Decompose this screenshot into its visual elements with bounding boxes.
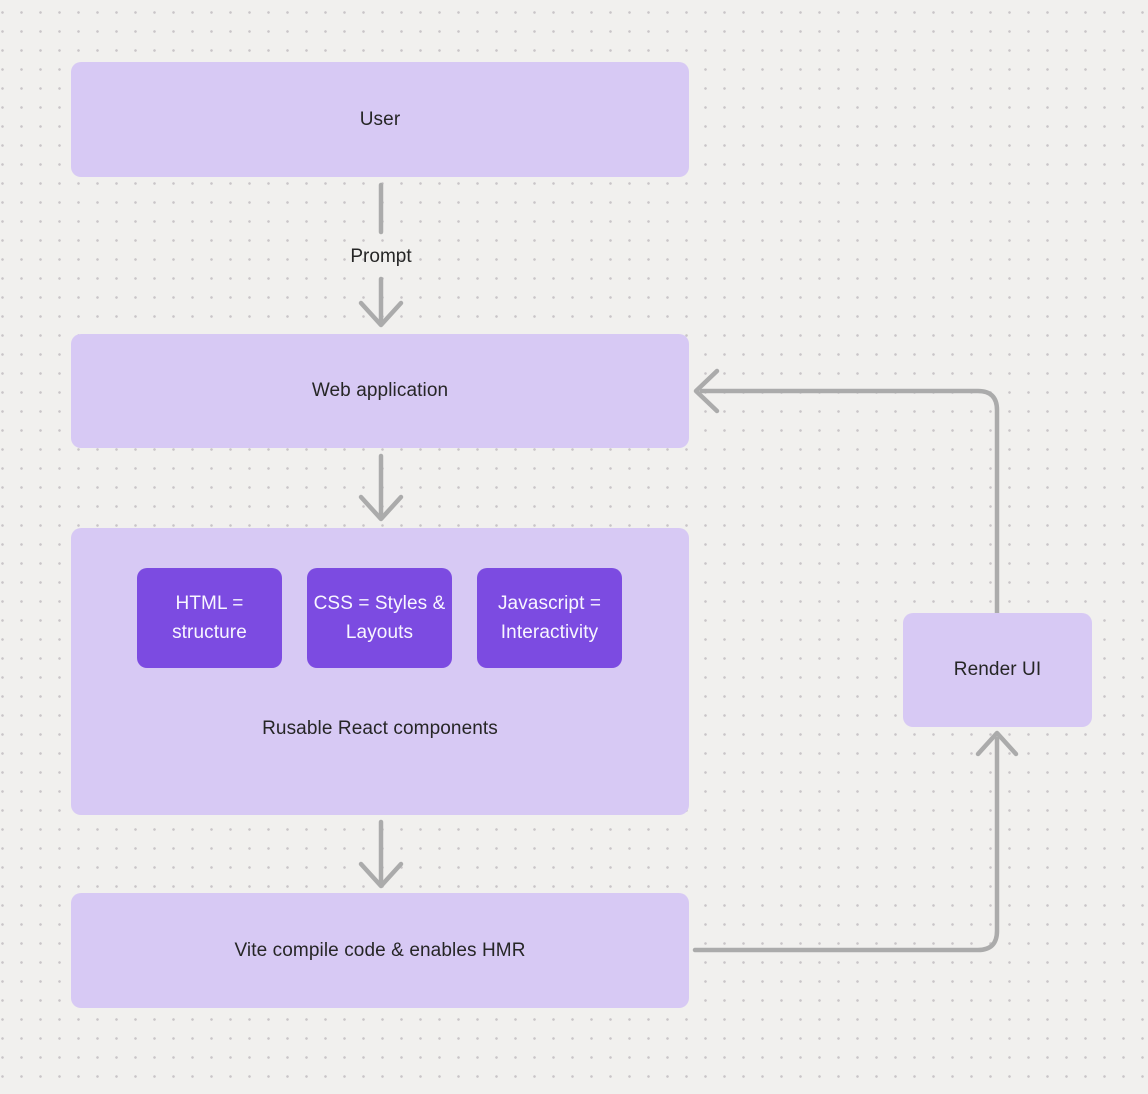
chip-css[interactable]: CSS = Styles & Layouts	[307, 568, 452, 668]
node-web-application[interactable]: Web application	[71, 334, 689, 448]
node-user-label: User	[359, 108, 401, 130]
chip-css-label: CSS = Styles & Layouts	[313, 593, 446, 643]
connector-renderui-to-webapp	[699, 388, 1000, 616]
node-render-ui-label: Render UI	[953, 659, 1042, 680]
edge-label-prompt: Prompt	[350, 246, 412, 267]
connector-vite-to-renderui	[692, 736, 1000, 953]
arrowhead-down-icon	[358, 300, 404, 328]
chip-javascript[interactable]: Javascript = Interactivity	[477, 568, 622, 668]
components-caption: Rusable React components	[262, 718, 498, 739]
node-user[interactable]: User	[71, 62, 689, 177]
arrowhead-down-icon	[358, 861, 404, 889]
node-web-application-label: Web application	[311, 380, 449, 401]
chip-html[interactable]: HTML = structure	[137, 568, 282, 668]
chip-html-label: HTML = structure	[172, 593, 247, 643]
node-vite[interactable]: Vite compile code & enables HMR	[71, 893, 689, 1008]
node-vite-label: Vite compile code & enables HMR	[234, 939, 526, 961]
arrowhead-up-icon	[975, 730, 1019, 757]
components-chip-row: HTML = structure CSS = Styles & Layouts …	[137, 568, 622, 668]
arrowhead-left-icon	[693, 368, 720, 414]
node-render-ui[interactable]: Render UI	[903, 613, 1092, 727]
chip-javascript-label: Javascript = Interactivity	[497, 593, 602, 643]
node-components-container[interactable]: HTML = structure CSS = Styles & Layouts …	[71, 528, 689, 815]
arrowhead-down-icon	[358, 494, 404, 522]
